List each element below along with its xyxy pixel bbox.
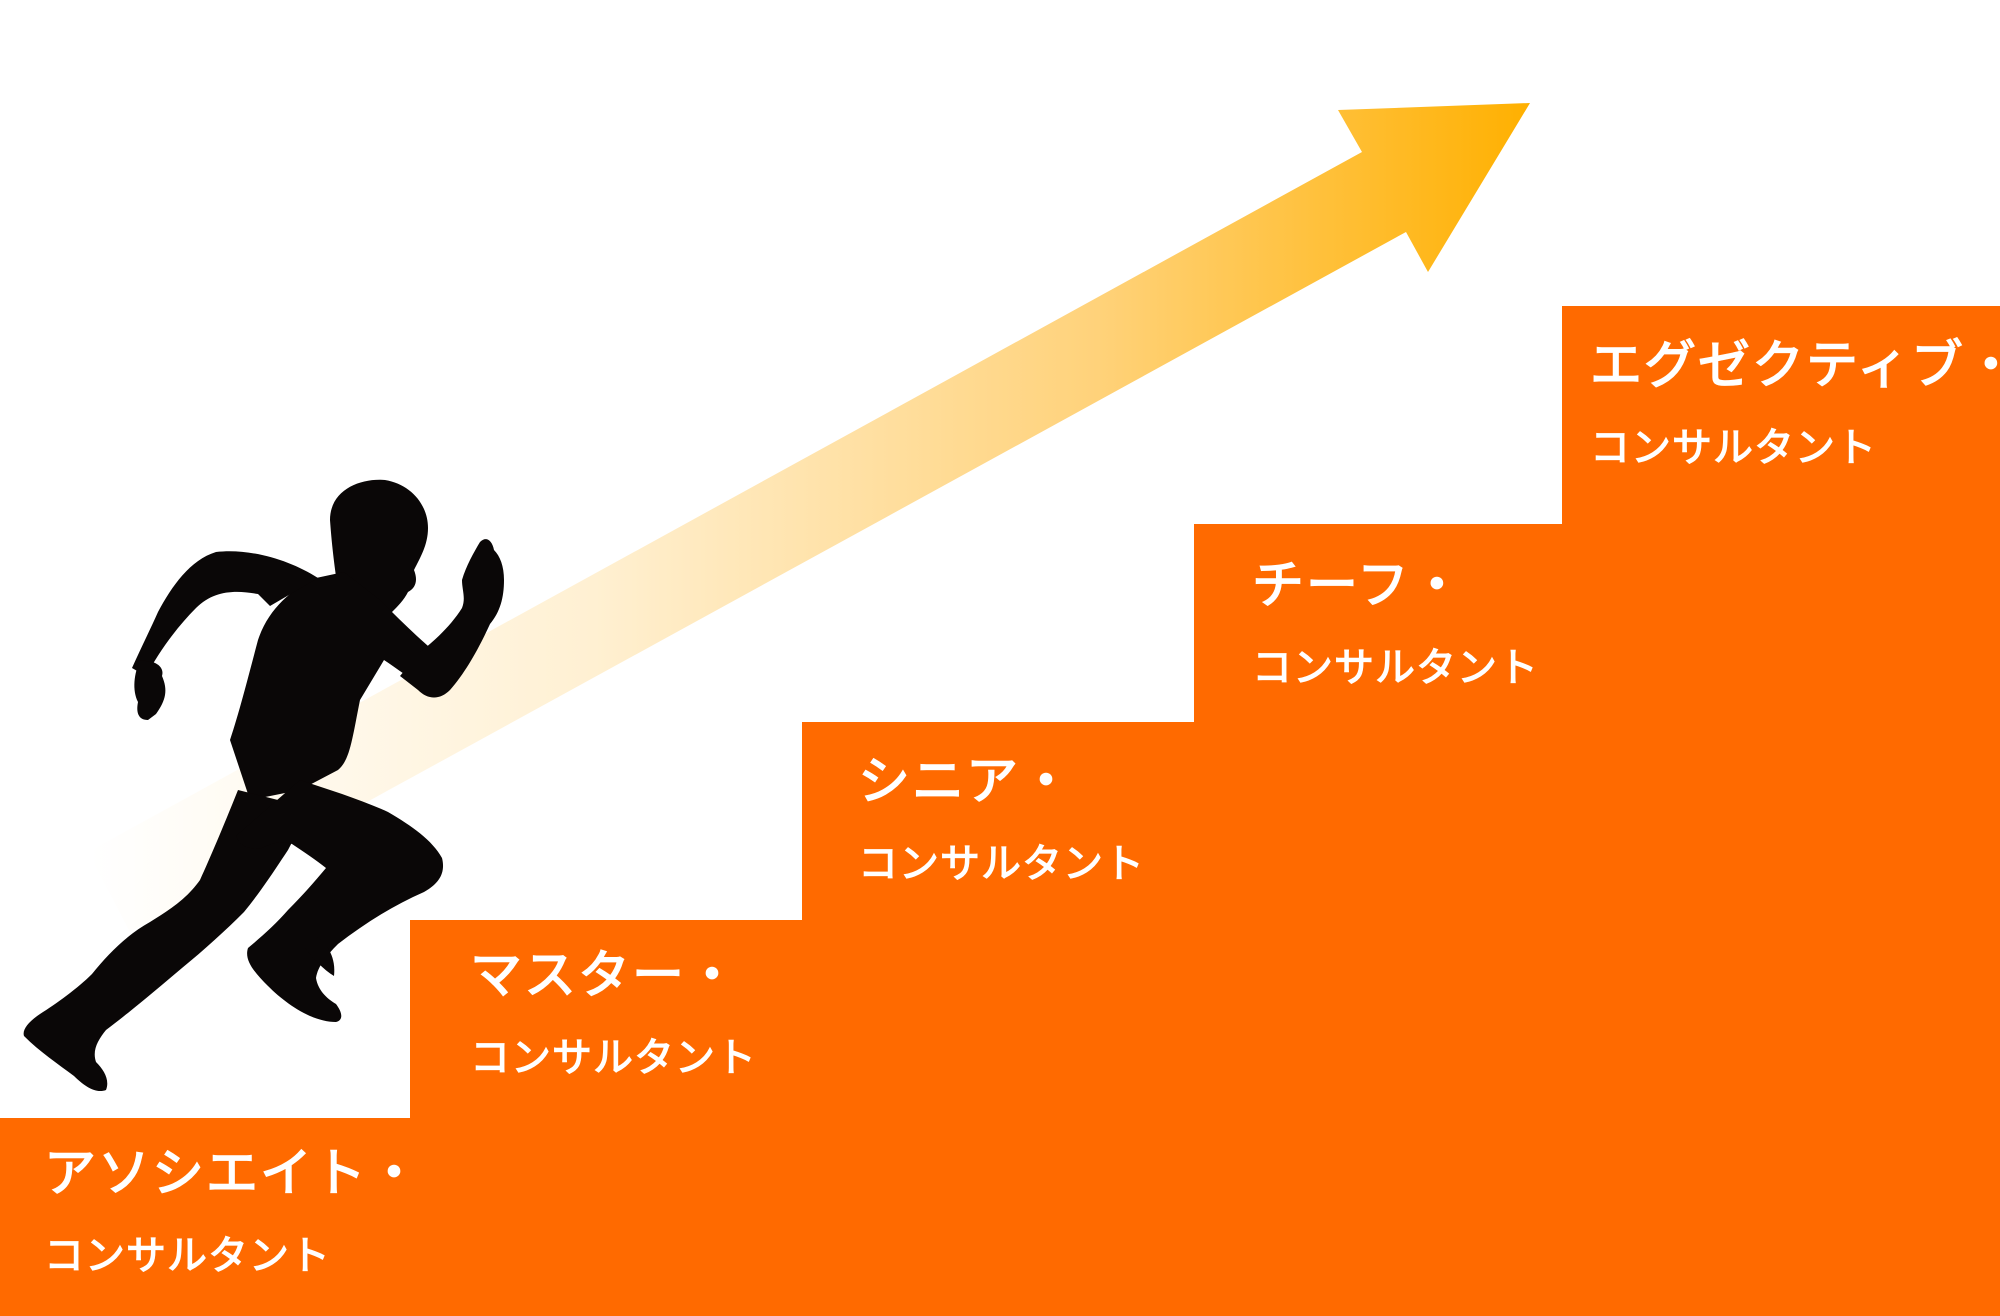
step-master-consultant: マスター・ コンサルタント: [470, 950, 757, 1078]
step-1-subtitle: コンサルタント: [44, 1233, 331, 1279]
step-3-subtitle: コンサルタント: [858, 841, 1145, 887]
step-executive-consultant: エグゼクティブ・ コンサルタント: [1590, 340, 2000, 468]
step-4-title: チーフ・: [1252, 556, 1465, 616]
step-5-title: エグゼクティブ・: [1590, 336, 2000, 396]
rising-arrow-icon: [88, 103, 1530, 932]
step-4-subtitle: コンサルタント: [1252, 645, 1539, 691]
staircase-steps: [0, 306, 2000, 1316]
step-chief-consultant: チーフ・ コンサルタント: [1252, 560, 1539, 688]
step-associate-consultant: アソシエイト・ コンサルタント: [44, 1148, 422, 1276]
step-2-subtitle: コンサルタント: [470, 1035, 757, 1081]
step-2-title: マスター・: [470, 946, 741, 1006]
step-5-subtitle: コンサルタント: [1590, 425, 1877, 471]
step-3-title: シニア・: [858, 752, 1075, 812]
step-1-title: アソシエイト・: [44, 1144, 423, 1204]
running-man-silhouette-icon: [23, 479, 504, 1092]
staircase: [0, 306, 2000, 1316]
step-senior-consultant: シニア・ コンサルタント: [858, 756, 1145, 884]
